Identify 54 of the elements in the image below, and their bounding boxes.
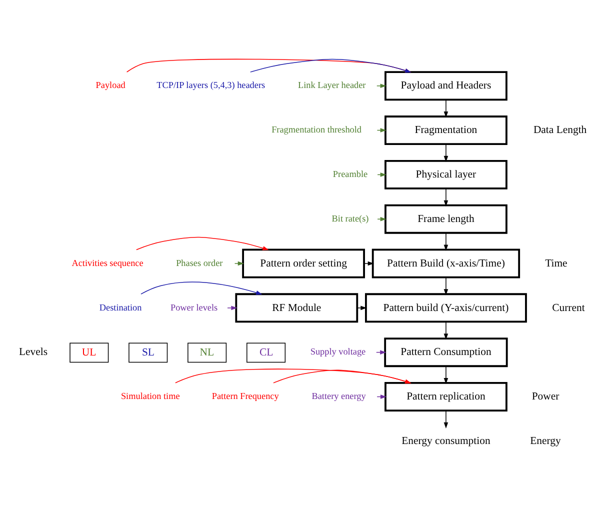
node-text: Fragmentation threshold (272, 124, 362, 135)
node-box: RF Module (235, 293, 358, 323)
node-text: Energy consumption (402, 434, 490, 447)
label: UL (82, 346, 96, 359)
label: Current (552, 302, 585, 314)
arrow (444, 410, 448, 429)
node-text: Bit rate(s) (332, 213, 369, 224)
node-text: Battery energy (312, 391, 366, 402)
node-text: Link Layer header (298, 80, 366, 90)
node-box: Pattern Consumption (384, 338, 508, 368)
arrow (364, 261, 374, 266)
node-text: Phases order (176, 258, 223, 268)
arrow (136, 236, 269, 250)
node-text: TCP/IP layers (5,4,3) headers (156, 80, 266, 90)
arrow (444, 99, 448, 118)
node-box: Fragmentation (384, 116, 508, 146)
node-box: Frame length (384, 204, 508, 234)
node-box: Pattern build (Y-axis/current) (364, 293, 527, 323)
arrow (234, 261, 244, 266)
node-box: Pattern order setting (242, 248, 365, 278)
label: Power (532, 390, 560, 403)
node-box: Payload and Headers (384, 71, 508, 101)
arrow (250, 58, 412, 73)
arrow (377, 216, 386, 222)
arrow (444, 321, 448, 340)
node-text: Destination (99, 302, 142, 312)
arrow (227, 306, 238, 310)
node-text: Preamble (332, 169, 368, 180)
arrow (444, 188, 448, 206)
label: Energy (530, 434, 561, 447)
arrow (140, 282, 262, 295)
arrow (444, 144, 448, 162)
arrow (444, 277, 448, 296)
node-text: Pattern Frequency (212, 391, 279, 402)
arrow (273, 370, 412, 384)
node-text: Supply voltage (310, 346, 366, 357)
label: Levels (18, 346, 48, 358)
node-text: Simulation time (120, 391, 180, 402)
arrow (175, 368, 412, 384)
node-text: Activities sequence (72, 258, 144, 268)
label: CL (260, 346, 274, 359)
label: NL (200, 346, 214, 359)
arrow (444, 366, 448, 384)
node-box: Physical layer (384, 160, 508, 190)
node-text: Power levels (170, 302, 218, 312)
node-box: Pattern Build (x-axis/Time) (372, 248, 520, 278)
arrow (376, 84, 386, 88)
label: SL (142, 346, 154, 359)
arrow (444, 232, 448, 251)
arrow (356, 306, 367, 310)
label: Data Length (533, 124, 587, 136)
node-text: Payload (96, 80, 126, 90)
node-box: Pattern replication (384, 382, 508, 412)
label: Time (545, 257, 568, 270)
